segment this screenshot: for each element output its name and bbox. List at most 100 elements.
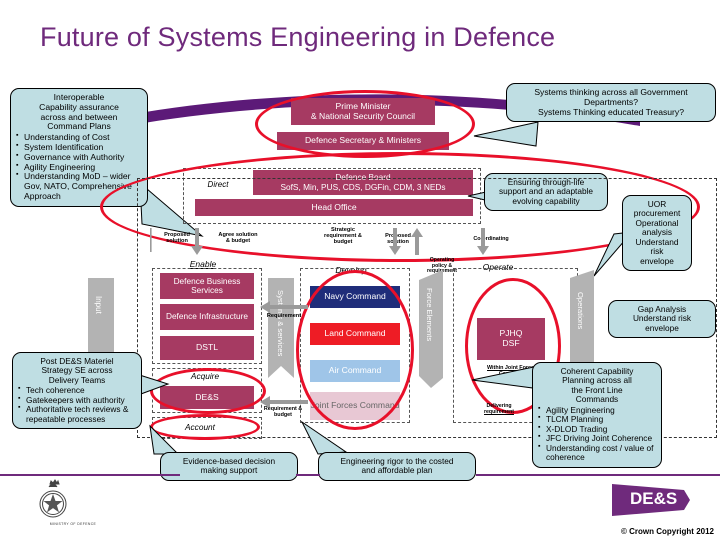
defence-secretary-label: Defence Secretary & Ministers bbox=[304, 135, 422, 146]
defence-secretary-box: Defence Secretary & Ministers bbox=[277, 132, 449, 150]
pm-line-1: Prime Minister bbox=[335, 100, 391, 111]
flow-label-requirement: Requirement bbox=[266, 313, 302, 319]
defence-board-box: Defence Board SofS, Min, PUS, CDS, DGFin… bbox=[253, 170, 473, 195]
callout-through-life: Ensuring through-life support and an ada… bbox=[484, 173, 608, 212]
operations-band bbox=[570, 270, 594, 380]
prime-minister-box: Prime Minister & National Security Counc… bbox=[291, 98, 435, 125]
input-band bbox=[88, 278, 114, 368]
flow-label-delivering-requirement: Delivering requirement bbox=[470, 403, 528, 415]
uor-line-6: risk bbox=[650, 246, 664, 257]
strategic-req-line-2: requirement & bbox=[324, 233, 362, 240]
operations-band-label: Operations bbox=[576, 292, 585, 330]
interoperable-heading-3: across and between bbox=[40, 111, 118, 122]
coherent-heading-4: Commands bbox=[575, 394, 619, 405]
page-title: Future of Systems Engineering in Defence bbox=[40, 22, 556, 52]
delivering-line-2: requirement bbox=[484, 408, 514, 415]
defence-business-services-box: Defence Business Services bbox=[160, 273, 254, 299]
post-des-heading-1: Post DE&S Materiel bbox=[40, 356, 114, 366]
land-command-label: Land Command bbox=[324, 328, 386, 339]
post-des-bullet-list: Tech coherence Gatekeepers with authorit… bbox=[18, 385, 136, 424]
flow-label-agree-solution: Agree solution & budget bbox=[207, 232, 269, 244]
within-note-line-1: Within Joint Forces bbox=[487, 365, 537, 371]
mod-crest-logo bbox=[39, 479, 67, 518]
defence-board-title: Defence Board bbox=[335, 172, 391, 183]
list-item: Authoritative tech reviews & repeatable … bbox=[18, 404, 136, 424]
strategic-req-line-1: Strategic bbox=[331, 227, 355, 233]
flow-label-proposed-solution-left: Proposed solution bbox=[150, 232, 204, 244]
uor-line-4: analysis bbox=[642, 227, 672, 238]
callout-post-des: Post DE&S Materiel Strategy SE across De… bbox=[12, 352, 142, 430]
input-band-label: Input bbox=[94, 296, 103, 314]
proposed-left-line-2: solution bbox=[166, 238, 188, 245]
list-item: Understanding MoD – wider Gov, NATO, Com… bbox=[16, 171, 142, 201]
bottom-rule-left bbox=[0, 474, 180, 476]
eng-rigor-line-2: and affordable plan bbox=[361, 465, 433, 476]
callout-engineering-rigor: Engineering rigor to the costed and affo… bbox=[318, 452, 476, 481]
joint-forces-command-label: Joint Forces Command bbox=[310, 400, 400, 411]
land-command-box: Land Command bbox=[310, 323, 400, 345]
direct-label: Direct bbox=[207, 180, 229, 189]
list-item: Governance with Authority bbox=[16, 152, 142, 163]
copyright-notice: © Crown Copyright 2012 bbox=[620, 527, 714, 536]
navy-command-box: Navy Command bbox=[310, 286, 400, 308]
coherent-heading-2: Planning across all bbox=[562, 375, 632, 386]
eng-rigor-callout-tail bbox=[300, 420, 348, 455]
requirement-budget-arrow bbox=[260, 396, 308, 408]
interoperable-heading-4: Command Plans bbox=[47, 121, 111, 132]
defence-board-members: SofS, Min, PUS, CDS, DGFin, CDM, 3 NEDs bbox=[280, 181, 446, 192]
list-item: Understanding of Cost bbox=[16, 132, 142, 143]
systems-thinking-line-3: Systems Thinking educated Treasury? bbox=[537, 106, 684, 117]
strategic-req-line-3: budget bbox=[333, 239, 353, 246]
des-box: DE&S bbox=[160, 386, 254, 409]
des-logo-text: DE&S bbox=[630, 489, 678, 508]
post-des-heading-2: Strategy SE across bbox=[41, 365, 113, 376]
air-command-box: Air Command bbox=[310, 360, 400, 382]
systems-thinking-callout-tail bbox=[473, 121, 539, 147]
outer-process-container bbox=[137, 178, 717, 438]
uor-line-5: Understand bbox=[635, 236, 679, 247]
req-budget-line-2: budget bbox=[274, 411, 292, 418]
list-item: X-DLOD Trading bbox=[538, 424, 656, 434]
systems-thinking-line-2: Departments? bbox=[584, 96, 638, 107]
pm-line-2: & National Security Council bbox=[310, 110, 416, 121]
list-item: Agility Engineering bbox=[538, 405, 656, 415]
operate-label: Operate bbox=[482, 262, 514, 272]
delivering-line-1: Delivering bbox=[486, 403, 512, 409]
list-item: Gatekeepers with authority bbox=[18, 395, 136, 405]
account-label: Account bbox=[185, 422, 215, 432]
coherent-heading-3: the Front Line bbox=[571, 384, 623, 395]
des-logo-shape bbox=[612, 484, 690, 516]
req-budget-line-1: Requirement & bbox=[263, 406, 303, 412]
coherent-heading-1: Coherent Capability bbox=[560, 366, 634, 376]
enable-label: Enable bbox=[189, 259, 217, 269]
through-life-line-2: support and an adaptable bbox=[498, 186, 594, 197]
proposed-right-line-1: Proposed bbox=[385, 233, 411, 239]
callout-gap-analysis: Gap Analysis Understand risk envelope bbox=[608, 300, 716, 339]
acquire-label: Acquire bbox=[190, 371, 220, 381]
callout-uor: UOR procurement Operational analysis Und… bbox=[622, 195, 692, 272]
list-item: Tech coherence bbox=[18, 385, 136, 395]
interoperable-heading-1: Interoperable bbox=[53, 92, 105, 102]
flow-arrows-group bbox=[150, 228, 489, 255]
flow-label-coordinating: Co-ordinating bbox=[473, 236, 509, 242]
gap-analysis-line-2: Understand risk bbox=[632, 313, 692, 324]
head-office-label: Head Office bbox=[311, 201, 357, 212]
interoperable-bullet-list: Understanding of Cost System Identificat… bbox=[16, 132, 142, 202]
agree-solution-line-2: & budget bbox=[225, 238, 251, 245]
uor-line-3: Operational bbox=[635, 217, 679, 228]
proposed-right-line-2: solution bbox=[387, 239, 409, 246]
dstl-box: DSTL bbox=[160, 336, 254, 360]
joint-forces-command-box: Joint Forces Command bbox=[310, 392, 400, 420]
proposed-left-line-1: Proposed bbox=[164, 232, 190, 238]
purple-swoosh-decoration bbox=[56, 94, 640, 130]
defence-business-services-label: Defence Business Services bbox=[173, 275, 241, 295]
dsf-label: DSF bbox=[502, 338, 520, 348]
operating-line-1: Operating bbox=[429, 257, 455, 263]
force-elements-band-label: Force Elements bbox=[425, 288, 434, 342]
pjhq-dsf-box: PJHQ DSF bbox=[477, 318, 545, 360]
list-item: System Identification bbox=[16, 142, 142, 153]
flow-label-requirement-budget: Requirement & budget bbox=[256, 406, 310, 419]
force-elements-band bbox=[419, 270, 443, 388]
enable-column-container bbox=[152, 268, 262, 364]
head-office-box: Head Office bbox=[195, 199, 473, 216]
